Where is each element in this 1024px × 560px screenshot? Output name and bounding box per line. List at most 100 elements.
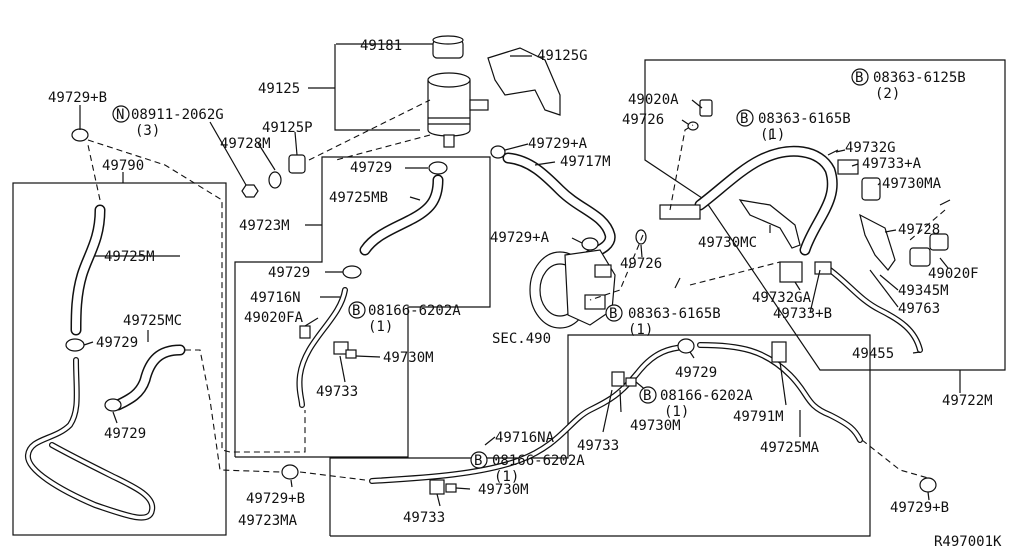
label-08363-6165B-mid: 08363-6165B bbox=[628, 306, 721, 322]
marker-B-5: B bbox=[639, 386, 657, 404]
label-49729-left: 49729 bbox=[96, 335, 138, 351]
label-49730M-c: 49730M bbox=[478, 482, 529, 498]
label-49730M-b: 49730M bbox=[630, 418, 681, 434]
washer-49726-mid bbox=[635, 229, 647, 245]
label-08363-6165B-mid-qty: (1) bbox=[628, 322, 653, 338]
label-49729-mid: 49729 bbox=[268, 265, 310, 281]
label-49791M: 49791M bbox=[733, 409, 784, 425]
label-08911: 08911-2062G bbox=[131, 107, 224, 123]
label-49729-right: 49729 bbox=[675, 365, 717, 381]
label-49725M: 49725M bbox=[104, 249, 155, 265]
label-49020F: 49020F bbox=[928, 266, 979, 282]
label-49723M: 49723M bbox=[239, 218, 290, 234]
label-49729B-top: 49729+B bbox=[48, 90, 107, 106]
svg-text:N: N bbox=[116, 107, 124, 123]
bracket-49125G bbox=[487, 47, 561, 116]
label-49020FA: 49020FA bbox=[244, 310, 304, 326]
label-49345M: 49345M bbox=[898, 283, 949, 299]
center-hose-box bbox=[234, 156, 491, 458]
hose-49725M bbox=[70, 204, 106, 336]
label-08166-a: 08166-6202A bbox=[368, 303, 461, 319]
svg-text:B: B bbox=[855, 70, 863, 86]
svg-text:B: B bbox=[352, 303, 360, 319]
hose-49717M bbox=[502, 152, 616, 261]
right-hose-box bbox=[644, 59, 1006, 371]
label-49729-top: 49729 bbox=[350, 160, 392, 176]
bolt-08363-right bbox=[674, 149, 951, 289]
label-49125G: 49125G bbox=[537, 48, 588, 64]
bracket-49730M-lower bbox=[429, 371, 637, 495]
svg-text:B: B bbox=[609, 306, 617, 322]
marker-N: N bbox=[112, 105, 130, 123]
clamp-49729A bbox=[490, 145, 599, 251]
label-49181: 49181 bbox=[360, 38, 402, 54]
label-49020A: 49020A bbox=[628, 92, 679, 108]
label-49732G: 49732G bbox=[845, 140, 896, 156]
label-49716N: 49716N bbox=[250, 290, 301, 306]
marker-B-1: B bbox=[851, 68, 869, 86]
bracket-49730M-center bbox=[299, 325, 357, 359]
fitting-49791M bbox=[771, 341, 787, 363]
label-49730M-a: 49730M bbox=[383, 350, 434, 366]
label-49729B-right: 49729+B bbox=[890, 500, 949, 516]
clamp-49729-lower bbox=[677, 338, 695, 354]
marker-B-6: B bbox=[470, 451, 488, 469]
label-49733-c: 49733 bbox=[403, 510, 445, 526]
svg-text:B: B bbox=[740, 111, 748, 127]
reservoir-49125 bbox=[427, 72, 489, 148]
label-49733-a: 49733 bbox=[316, 384, 358, 400]
label-49729-left2: 49729 bbox=[104, 426, 146, 442]
label-49455: 49455 bbox=[852, 346, 894, 362]
label-49729A-top: 49729+A bbox=[528, 136, 588, 152]
label-08363-6125B: 08363-6125B bbox=[873, 70, 966, 86]
label-49729A-mid: 49729+A bbox=[490, 230, 550, 246]
label-49726-top: 49726 bbox=[622, 112, 664, 128]
label-49728: 49728 bbox=[898, 222, 940, 238]
diagram-id: R497001K bbox=[934, 534, 1002, 550]
label-49728M: 49728M bbox=[220, 136, 271, 152]
label-49725MA: 49725MA bbox=[760, 440, 820, 456]
label-49790: 49790 bbox=[102, 158, 144, 174]
label-49732GA: 49732GA bbox=[752, 290, 812, 306]
grommet-49125P bbox=[268, 154, 306, 189]
label-08363-6165B-top: 08363-6165B bbox=[758, 111, 851, 127]
label-49125: 49125 bbox=[258, 81, 300, 97]
hose-49725MC bbox=[112, 344, 186, 411]
hose-49716N bbox=[296, 287, 348, 408]
hose-49725MA bbox=[697, 342, 863, 443]
leader-lines bbox=[79, 43, 961, 507]
dashed-guide-lines bbox=[87, 99, 946, 481]
label-49730MC: 49730MC bbox=[698, 235, 757, 251]
clip-49732GA bbox=[779, 261, 832, 283]
nut-08911 bbox=[241, 184, 259, 198]
hose-49725MB bbox=[359, 174, 444, 256]
marker-B-3: B bbox=[348, 301, 366, 319]
fitting-49020F bbox=[909, 233, 949, 267]
label-08166-b: 08166-6202A bbox=[660, 388, 753, 404]
label-08166-c: 08166-6202A bbox=[492, 453, 585, 469]
power-steering-pump bbox=[529, 249, 616, 329]
marker-B-2: B bbox=[736, 109, 754, 127]
clamp-49729B-bottom bbox=[281, 464, 937, 493]
reservoir-cap-49181 bbox=[432, 35, 464, 59]
label-49723MA: 49723MA bbox=[238, 513, 298, 529]
label-49725MB: 49725MB bbox=[329, 190, 388, 206]
clamp-49729B-top bbox=[71, 128, 89, 142]
label-49125P: 49125P bbox=[262, 120, 313, 136]
label-49725MC: 49725MC bbox=[123, 313, 182, 329]
label-49726-mid: 49726 bbox=[620, 256, 662, 272]
marker-B-4: B bbox=[605, 304, 623, 322]
label-49763: 49763 bbox=[898, 301, 940, 317]
label-08166-a-qty: (1) bbox=[368, 319, 393, 335]
label-sec490: SEC.490 bbox=[492, 331, 551, 347]
label-49716NA: 49716NA bbox=[495, 430, 555, 446]
label-08166-c-qty: (1) bbox=[494, 469, 519, 485]
label-08911-qty: (3) bbox=[135, 123, 160, 139]
label-49730MA: 49730MA bbox=[882, 176, 942, 192]
hose-49790 bbox=[25, 357, 156, 521]
label-49729B-bottom: 49729+B bbox=[246, 491, 305, 507]
part-labels: 49181 49125G 49125 49729+B 08911-2062G (… bbox=[48, 38, 1002, 550]
label-49733B: 49733+B bbox=[773, 306, 832, 322]
svg-text:B: B bbox=[474, 453, 482, 469]
